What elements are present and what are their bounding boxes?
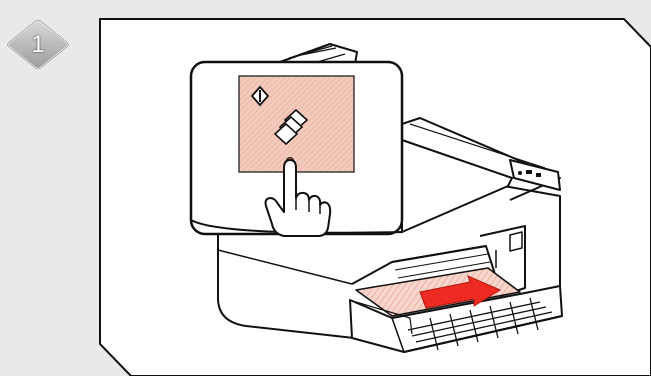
illustration-panel <box>0 0 651 376</box>
